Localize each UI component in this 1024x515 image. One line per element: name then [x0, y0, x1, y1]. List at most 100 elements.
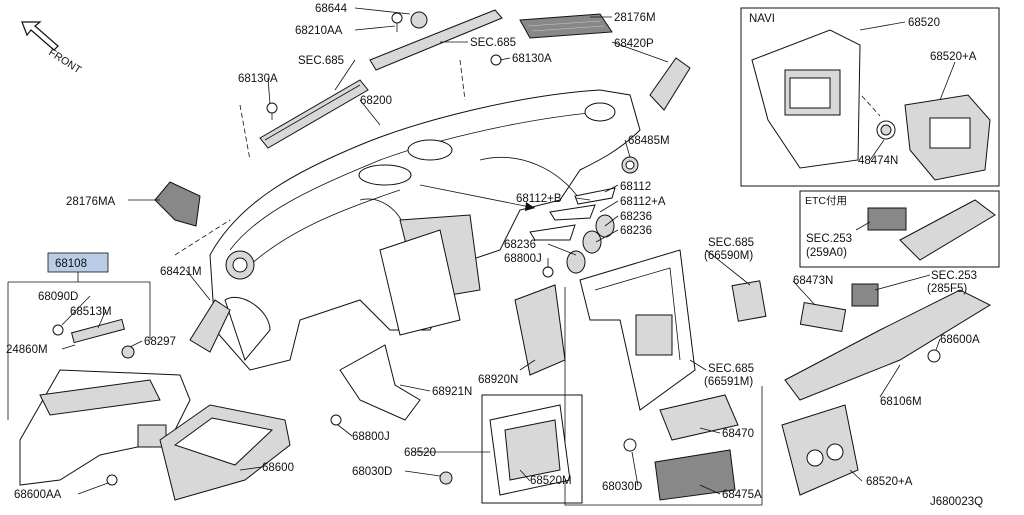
label-68420P: 68420P — [614, 38, 654, 50]
label-68520: 68520 — [908, 17, 940, 29]
label-68921N: 68921N — [432, 386, 472, 398]
label-68520-b: 68520 — [404, 447, 436, 459]
diagram-id: J680023Q — [930, 496, 983, 508]
ring-48474N — [876, 120, 896, 140]
part-labels: 68644 68210AA 28176M SEC.685 SEC.685 681… — [6, 3, 983, 508]
bezel-68520A-lower — [781, 404, 859, 496]
label-68644: 68644 — [315, 3, 348, 15]
label-68470: 68470 — [722, 428, 754, 440]
label-68520A-b: 68520+A — [866, 476, 913, 488]
label-68112B: 68112+B — [516, 193, 562, 205]
label-68236-c: 68236 — [504, 239, 536, 251]
label-68236-b: 68236 — [620, 225, 652, 237]
label-68600AA: 68600AA — [14, 489, 62, 501]
speaker-grille-28176MA — [154, 181, 201, 227]
label-68297: 68297 — [144, 336, 176, 348]
label-68421M: 68421M — [160, 266, 202, 278]
glovebox-group-bracket — [7, 281, 151, 420]
label-68112A: 68112+A — [620, 196, 666, 208]
lower-trim-68106M — [784, 289, 992, 401]
trim-etc — [899, 199, 996, 261]
label-68520A: 68520+A — [930, 51, 977, 63]
label-24860M: 24860M — [6, 344, 48, 356]
label-SEC685-d: SEC.685 — [708, 363, 754, 375]
navi-box-title: NAVI — [749, 13, 775, 25]
stopper-68090D — [52, 324, 64, 336]
vent-ring-68485M — [621, 156, 639, 174]
lock-68297 — [121, 345, 135, 359]
clip-68600A — [927, 349, 941, 363]
navi-bezel-68520A — [904, 94, 991, 181]
label-285F5: (285F5) — [927, 283, 967, 295]
label-68920N: 68920N — [478, 374, 518, 386]
trim-68420P — [649, 57, 691, 111]
label-68108: 68108 — [55, 258, 87, 270]
label-68030D-b: 68030D — [602, 481, 642, 493]
leader-lines — [61, 7, 956, 495]
vent-rings-68236 — [566, 214, 615, 274]
label-68236-a: 68236 — [620, 211, 652, 223]
label-48474N: 48474N — [858, 155, 898, 167]
label-68090D: 68090D — [38, 291, 78, 303]
display-group-box — [481, 394, 583, 504]
label-68600: 68600 — [262, 462, 294, 474]
instrument-panel-68200 — [209, 89, 641, 371]
front-label: FRONT — [46, 46, 83, 76]
vent-66590M — [731, 280, 767, 322]
switch-285F5 — [851, 283, 879, 307]
label-259A0: (259A0) — [806, 247, 847, 259]
navi-display-68520 — [751, 29, 861, 169]
label-SEC685-a: SEC.685 — [298, 55, 344, 67]
label-68130A-b: 68130A — [512, 53, 552, 65]
defroster-grille-center — [369, 9, 503, 71]
label-68475A: 68475A — [722, 489, 762, 501]
clip-68800J — [330, 266, 554, 426]
speaker-grille-28176M — [519, 13, 613, 39]
etc-box-title: ETC付用 — [805, 194, 847, 207]
label-66591M: (66591M) — [704, 376, 753, 388]
label-28176MA: 28176MA — [66, 196, 116, 208]
bracket-68921N — [339, 344, 421, 421]
label-68800J: 68800J — [504, 253, 542, 265]
label-SEC685-b: SEC.685 — [470, 37, 516, 49]
label-SEC253-a: SEC.253 — [806, 233, 852, 245]
label-28176M: 28176M — [614, 12, 656, 24]
label-68112: 68112 — [620, 181, 651, 193]
label-SEC685-c: SEC.685 — [708, 237, 754, 249]
clip-68644 — [410, 11, 428, 29]
label-68200: 68200 — [360, 95, 392, 107]
clip-68210AA — [391, 12, 403, 32]
glovebox-inner-68600 — [159, 404, 291, 501]
arrow-to-68112 — [419, 184, 536, 209]
etc-box — [799, 190, 1000, 268]
cluster-group-bracket — [564, 287, 763, 506]
clip-68130A-right — [490, 54, 502, 66]
label-68485M: 68485M — [628, 135, 670, 147]
label-SEC253-b: SEC.253 — [931, 270, 977, 282]
defroster-grille-left — [259, 79, 369, 149]
label-66590M: (66590M) — [704, 250, 753, 262]
navi-box — [740, 7, 1000, 187]
pocket-68475A — [654, 449, 736, 501]
clip-68600AA — [106, 474, 118, 486]
label-68600A: 68600A — [940, 334, 980, 346]
cluster-lid — [579, 249, 696, 411]
label-68030D-a: 68030D — [352, 466, 392, 478]
label-68106M: 68106M — [880, 396, 922, 408]
label-68520M: 68520M — [530, 475, 572, 487]
etc-unit-259A0 — [867, 207, 907, 231]
clip-68030D — [439, 438, 637, 485]
part-number-highlight — [47, 252, 109, 273]
label-68800J-b: 68800J — [352, 431, 390, 443]
front-arrow-icon — [21, 21, 59, 51]
pocket-68470 — [659, 394, 739, 441]
damper-68513M — [70, 318, 126, 344]
display-68520 — [489, 404, 571, 496]
glovebox-68108 — [19, 369, 191, 486]
label-68130A-a: 68130A — [238, 73, 278, 85]
label-68513M: 68513M — [70, 306, 112, 318]
label-68210AA: 68210AA — [295, 25, 343, 37]
cover-68473N — [799, 301, 847, 333]
